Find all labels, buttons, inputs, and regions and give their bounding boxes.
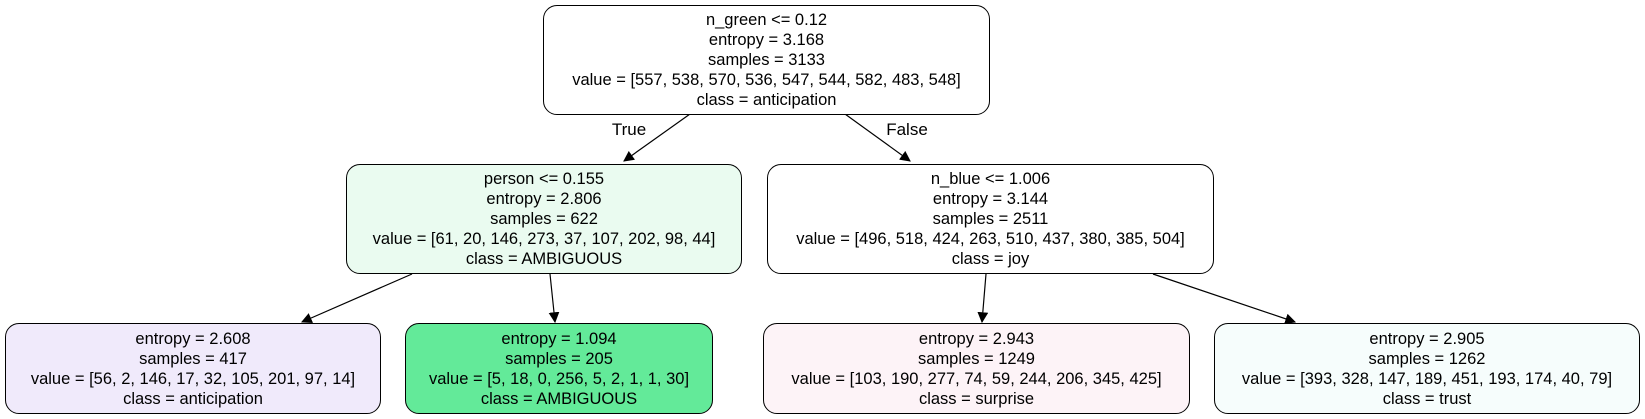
- tree-leaf-ll: entropy = 2.608 samples = 417 value = [5…: [5, 323, 381, 414]
- node-entropy: entropy = 1.094: [501, 329, 617, 348]
- edge-label-false: False: [886, 120, 928, 139]
- node-split-rule: n_blue <= 1.006: [930, 170, 1051, 188]
- node-samples: samples = 2511: [932, 210, 1049, 228]
- node-split-rule: n_green <= 0.12: [705, 11, 828, 29]
- node-entropy: entropy = 2.608: [135, 329, 251, 348]
- tree-node-right: n_blue <= 1.006 entropy = 3.144 samples …: [767, 164, 1214, 274]
- node-samples: samples = 1249: [918, 349, 1035, 368]
- node-class: class = anticipation: [696, 91, 837, 109]
- node-entropy: entropy = 3.144: [932, 190, 1049, 208]
- node-split-rule: person <= 0.155: [483, 170, 605, 188]
- node-value: value = [56, 2, 146, 17, 32, 105, 201, 9…: [30, 369, 356, 388]
- node-entropy: entropy = 2.943: [918, 329, 1035, 348]
- node-class: class = anticipation: [123, 389, 263, 408]
- node-samples: samples = 1262: [1368, 349, 1486, 368]
- node-samples: samples = 622: [490, 210, 598, 228]
- node-entropy: entropy = 2.905: [1369, 329, 1485, 348]
- edge-root-right: [844, 113, 911, 162]
- node-class: class = surprise: [918, 389, 1035, 408]
- node-value: value = [496, 518, 424, 263, 510, 437, 3…: [796, 230, 1185, 248]
- node-value: value = [557, 538, 570, 536, 547, 544, 5…: [572, 71, 961, 89]
- tree-node-root: n_green <= 0.12 entropy = 3.168 samples …: [543, 5, 990, 115]
- node-entropy: entropy = 3.168: [708, 31, 825, 49]
- edge-left-lr: [548, 273, 560, 324]
- node-entropy: entropy = 2.806: [486, 190, 602, 208]
- tree-leaf-lr: entropy = 1.094 samples = 205 value = [5…: [405, 323, 713, 414]
- node-value: value = [393, 328, 147, 189, 451, 193, 1…: [1241, 369, 1613, 388]
- tree-node-left: person <= 0.155 entropy = 2.806 samples …: [346, 164, 742, 274]
- node-samples: samples = 417: [139, 349, 247, 368]
- node-samples: samples = 3133: [708, 51, 825, 69]
- edge-right-rr: [1152, 273, 1297, 325]
- node-value: value = [61, 20, 146, 273, 37, 107, 202,…: [372, 230, 716, 248]
- edge-label-true: True: [611, 120, 647, 139]
- node-class: class = joy: [951, 250, 1030, 268]
- node-class: class = AMBIGUOUS: [465, 250, 623, 268]
- node-samples: samples = 205: [505, 349, 613, 368]
- node-value: value = [5, 18, 0, 256, 5, 2, 1, 1, 30]: [428, 369, 690, 388]
- edge-right-rl: [977, 273, 989, 324]
- edge-root-left: [623, 113, 691, 162]
- node-value: value = [103, 190, 277, 74, 59, 244, 206…: [791, 369, 1162, 388]
- node-class: class = trust: [1382, 389, 1472, 408]
- tree-leaf-rl: entropy = 2.943 samples = 1249 value = […: [763, 323, 1190, 414]
- node-class: class = AMBIGUOUS: [480, 389, 638, 408]
- tree-leaf-rr: entropy = 2.905 samples = 1262 value = […: [1214, 323, 1640, 414]
- edge-left-ll: [301, 273, 413, 324]
